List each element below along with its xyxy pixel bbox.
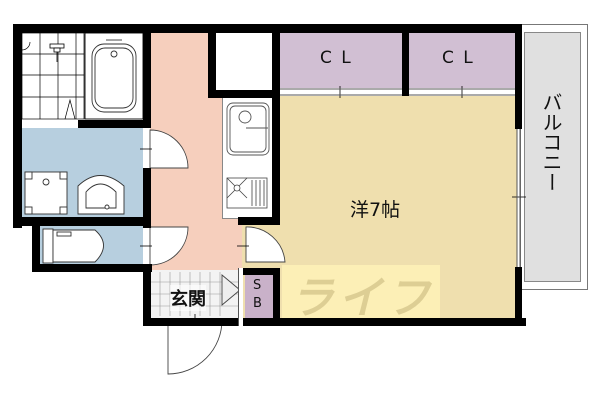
closet-left (280, 32, 402, 88)
watermark-box (282, 265, 440, 320)
closet-door-lines (280, 88, 521, 268)
watermark-text: ライフ (290, 273, 434, 324)
kitchen-sink-icon (226, 102, 270, 156)
balcony-floor (524, 32, 581, 282)
wall-toilet-left (32, 217, 40, 272)
wall-sb-left (238, 268, 243, 326)
wall-sb-top (238, 268, 280, 275)
storage-box (215, 32, 271, 90)
wall-closet-divider (402, 24, 409, 96)
wall-hall-left-1 (143, 24, 151, 128)
wall-kitchen-bottom (238, 217, 280, 225)
wall-storage-left (208, 24, 216, 98)
wall-left (13, 24, 22, 228)
balcony-label: バルコニー (539, 92, 563, 192)
wall-bottom (143, 318, 526, 326)
wall-kitchen-right (272, 24, 280, 220)
closet-left-label: C L (320, 48, 353, 68)
wall-right-upper (515, 24, 522, 129)
shoe-box (245, 275, 273, 318)
washing-machine-icon (24, 171, 68, 215)
wall-storage-bottom (208, 90, 276, 98)
bathtub-icon (84, 32, 144, 120)
wall-sb-right (273, 268, 280, 326)
western-room-label: 洋7帖 (350, 199, 401, 221)
wall-bath-bottom (78, 120, 150, 128)
wall-hall-left-2 (143, 168, 151, 228)
wall-wash-bottom (13, 217, 151, 226)
wall-top (13, 24, 520, 33)
wall-entrance-left (143, 264, 151, 326)
toilet-icon (42, 228, 104, 264)
hallway-lower (222, 218, 242, 270)
closet-right (409, 32, 516, 88)
entrance-label: 玄関 (170, 285, 206, 311)
closet-right-label: C L (442, 48, 475, 68)
shoe-box-label: S B (253, 278, 262, 311)
wash-basin-icon (77, 175, 125, 215)
shower-faucet-icon (49, 43, 65, 62)
wall-right-lower (515, 267, 522, 326)
stove-icon (226, 177, 268, 209)
door-swings (149, 129, 286, 375)
wall-toilet-bottom (32, 264, 152, 272)
